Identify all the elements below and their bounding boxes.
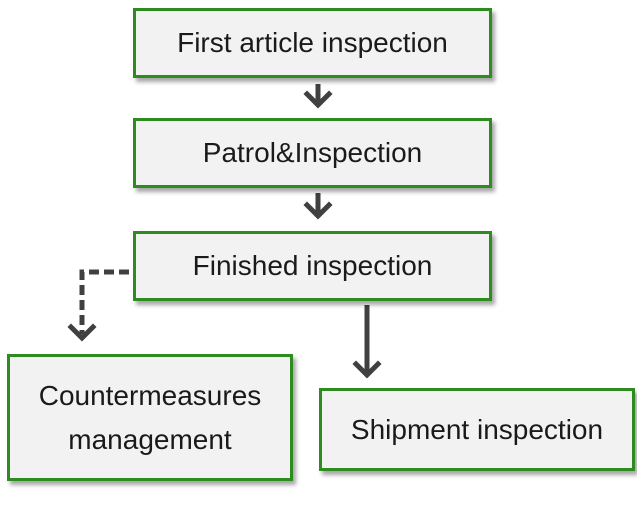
node-shipment-inspection: Shipment inspection — [319, 388, 635, 471]
node-countermeasures-management: Countermeasures management — [7, 354, 293, 481]
node-label: Shipment inspection — [350, 413, 604, 445]
node-label: First article inspection — [177, 27, 448, 59]
node-label: Countermeasures management — [38, 380, 262, 455]
node-first-article-inspection: First article inspection — [133, 8, 492, 78]
node-label: Patrol&Inspection — [202, 137, 423, 169]
arrow-finished-to-shipment — [352, 305, 382, 379]
node-patrol-inspection: Patrol&Inspection — [133, 118, 492, 188]
node-label: Finished inspection — [192, 250, 433, 282]
arrow-finished-to-countermeasures — [67, 269, 129, 342]
node-finished-inspection: Finished inspection — [133, 231, 492, 301]
arrow-patrol-to-finished — [303, 193, 333, 220]
arrow-first-to-patrol — [303, 84, 333, 109]
